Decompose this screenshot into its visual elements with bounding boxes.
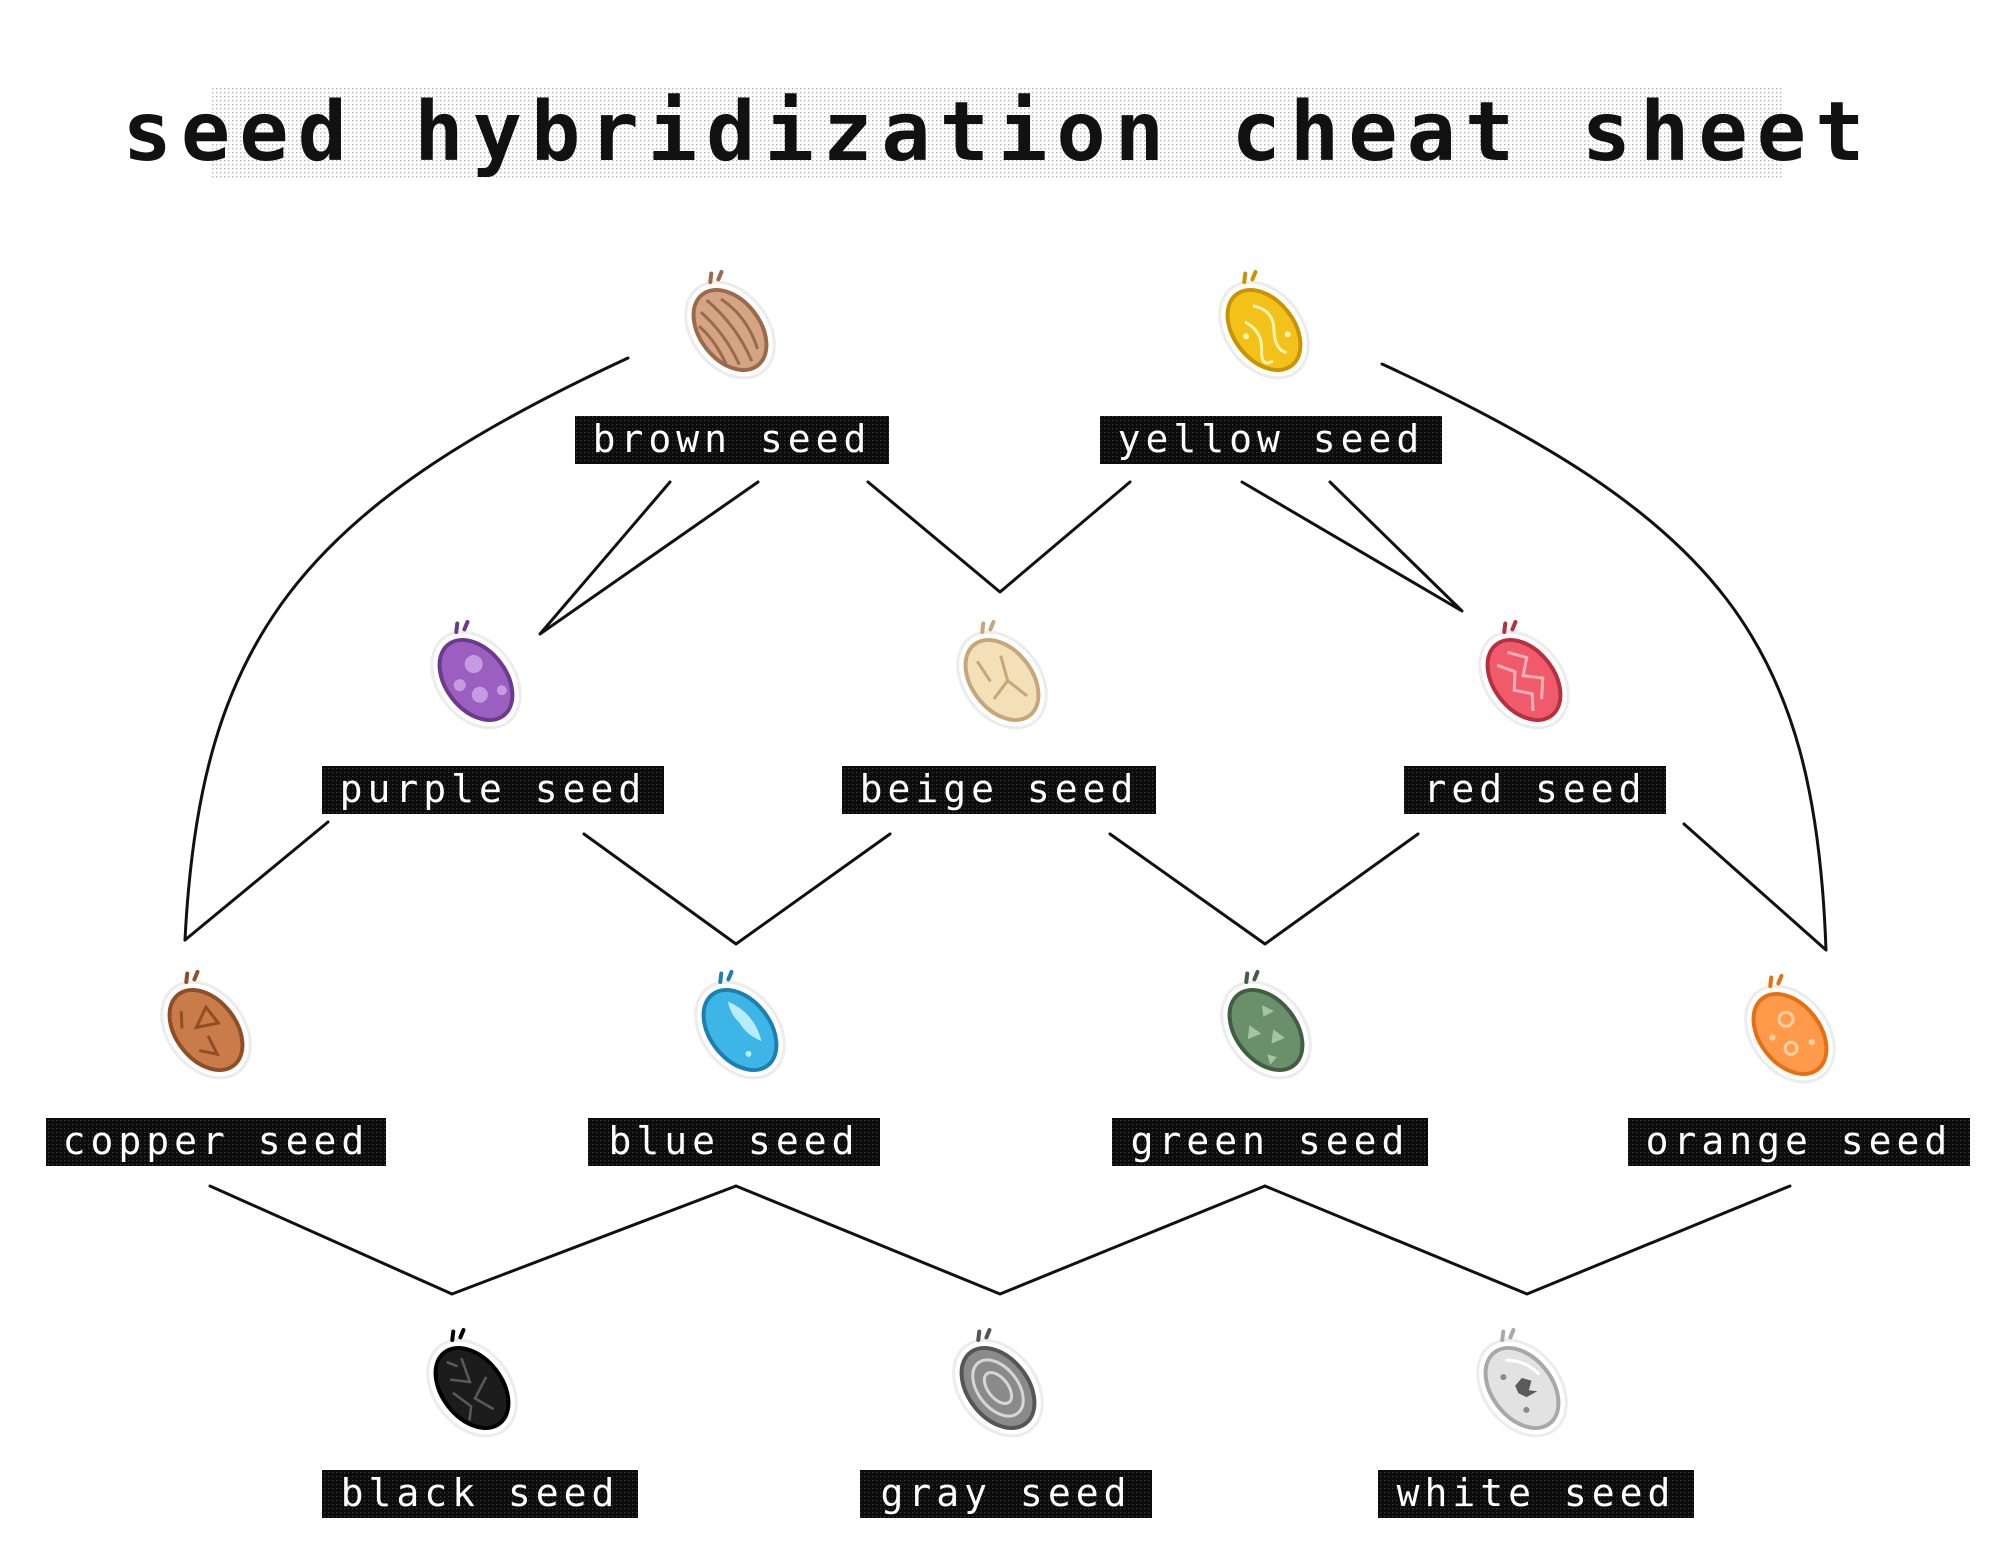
yellow-seed-icon — [1218, 269, 1310, 380]
node-green-seed: green seed — [1112, 969, 1428, 1166]
connectors — [183, 356, 1828, 1296]
node-orange-seed: orange seed — [1628, 973, 1970, 1166]
gray-seed-icon — [952, 1327, 1044, 1438]
page-title: seed hybridization cheat sheet — [122, 85, 1873, 180]
node-brown-seed: brown seed — [575, 269, 889, 464]
purple-seed-icon — [430, 619, 522, 730]
blue-seed-label: blue seed — [609, 1119, 860, 1163]
red-seed-label: red seed — [1423, 767, 1646, 811]
connector-beige-red-green — [1108, 832, 1420, 946]
orange-seed-icon — [1744, 973, 1836, 1084]
copper-seed-label: copper seed — [63, 1119, 370, 1163]
title-banner: seed hybridization cheat sheet — [122, 85, 1873, 180]
purple-seed-label: purple seed — [340, 767, 647, 811]
white-seed-label: white seed — [1397, 1471, 1676, 1515]
connector-yellow-red-orange — [1380, 362, 1828, 952]
beige-seed-icon — [956, 619, 1048, 730]
connector-brown-brown-purple — [538, 480, 760, 636]
brown-seed-label: brown seed — [593, 417, 872, 461]
connector-brown-yellow-beige — [866, 480, 1132, 594]
gray-seed-label: gray seed — [881, 1471, 1132, 1515]
node-purple-seed: purple seed — [322, 619, 664, 814]
node-copper-seed: copper seed — [46, 969, 386, 1166]
connector-copper-blue-black — [208, 1184, 738, 1296]
copper-seed-icon — [160, 969, 252, 1080]
node-white-seed: white seed — [1378, 1327, 1694, 1518]
connector-yellow-yellow-red — [1240, 480, 1464, 613]
yellow-seed-label: yellow seed — [1118, 417, 1425, 461]
connector-blue-green-gray — [734, 1184, 1267, 1296]
black-seed-icon — [426, 1327, 518, 1438]
green-seed-icon — [1220, 969, 1312, 1080]
red-seed-icon — [1478, 619, 1570, 730]
brown-seed-icon — [684, 269, 776, 380]
black-seed-label: black seed — [341, 1471, 620, 1515]
node-blue-seed: blue seed — [588, 969, 880, 1166]
node-red-seed: red seed — [1404, 619, 1666, 814]
beige-seed-label: beige seed — [860, 767, 1139, 811]
node-gray-seed: gray seed — [860, 1327, 1152, 1518]
node-yellow-seed: yellow seed — [1100, 269, 1442, 464]
node-black-seed: black seed — [322, 1327, 638, 1518]
orange-seed-label: orange seed — [1646, 1119, 1953, 1163]
blue-seed-icon — [694, 969, 786, 1080]
connector-green-orange-white — [1263, 1184, 1792, 1296]
connector-brown-purple-copper — [183, 356, 630, 942]
green-seed-label: green seed — [1131, 1119, 1410, 1163]
connector-purple-beige-blue — [582, 832, 892, 946]
white-seed-icon — [1476, 1327, 1568, 1438]
node-beige-seed: beige seed — [842, 619, 1156, 814]
